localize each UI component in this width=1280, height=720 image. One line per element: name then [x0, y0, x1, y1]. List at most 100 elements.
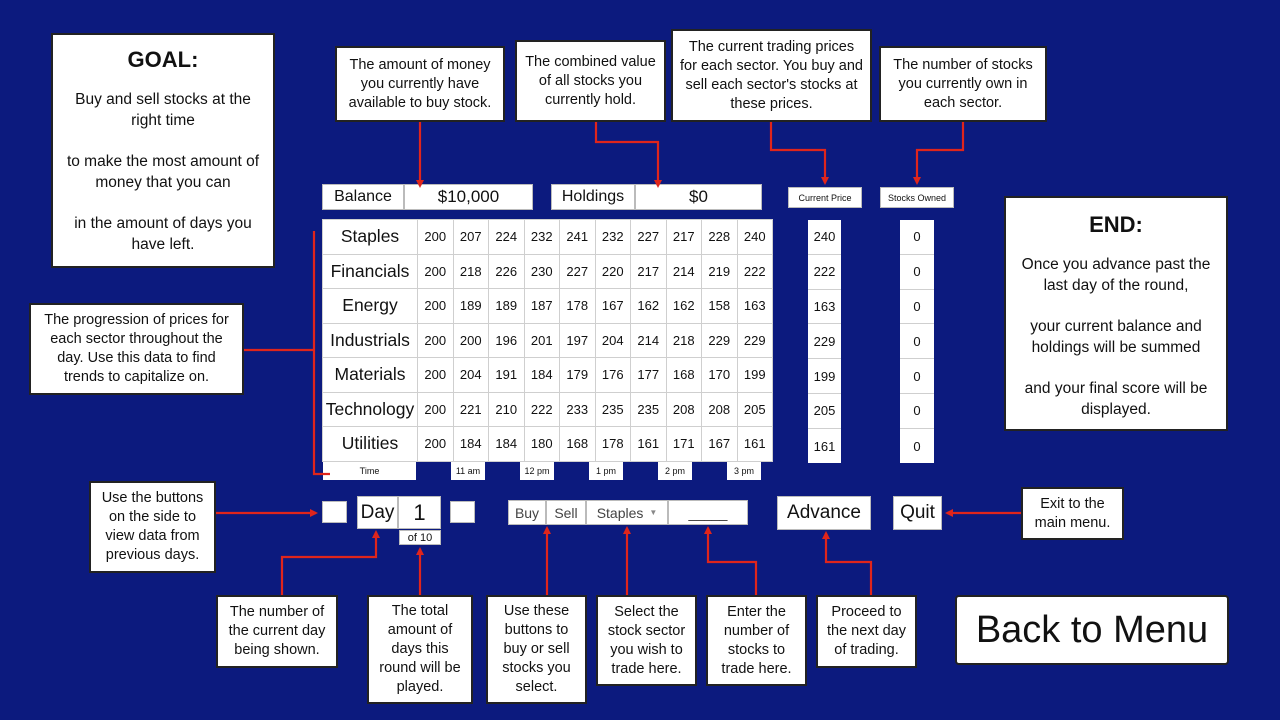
balance-callout: The amount of money you currently have a… [335, 46, 505, 122]
price-cell: 218 [665, 322, 702, 358]
buy-sell-callout: Use these buttons to buy or sell stocks … [486, 595, 587, 704]
price-cell: 191 [488, 357, 525, 393]
stocks-owned-cell: 0 [900, 324, 934, 360]
time-tick: 1 pm [589, 462, 623, 480]
price-cell: 220 [594, 253, 631, 289]
price-cell: 205 [736, 391, 773, 427]
price-cell: 158 [701, 288, 738, 324]
price-cell: 200 [417, 253, 454, 289]
arrow-current-price [769, 122, 829, 185]
time-axis-label: Time [323, 462, 416, 480]
price-cell: 178 [559, 288, 596, 324]
holdings-callout: The combined value of all stocks you cur… [515, 40, 666, 122]
previous-day-button[interactable] [322, 501, 347, 523]
price-cell: 218 [452, 253, 489, 289]
stocks-owned-callout: The number of stocks you currently own i… [879, 46, 1047, 122]
price-cell: 228 [701, 219, 738, 255]
buy-button[interactable]: Buy [508, 500, 546, 525]
price-cell: 217 [665, 219, 702, 255]
price-cell: 235 [594, 391, 631, 427]
price-cell: 170 [701, 357, 738, 393]
sector-name: Staples [322, 219, 418, 255]
end-line-1: Once you advance past the last day of th… [1021, 256, 1211, 294]
price-cell: 230 [523, 253, 560, 289]
price-cell: 196 [488, 322, 525, 358]
goal-line-3: in the amount of days you have left. [74, 215, 252, 253]
current-price-cell: 240 [808, 220, 841, 255]
day-number: 1 [398, 496, 441, 529]
advance-callout: Proceed to the next day of trading. [816, 595, 917, 668]
price-cell: 235 [630, 391, 667, 427]
price-cell: 229 [736, 322, 773, 358]
price-cell: 214 [665, 253, 702, 289]
current-price-cell: 205 [808, 394, 841, 429]
price-cell: 189 [452, 288, 489, 324]
price-cell: 204 [594, 322, 631, 358]
goal-panel: GOAL: Buy and sell stocks at the right t… [51, 33, 275, 268]
total-days: of 10 [399, 530, 441, 545]
price-cell: 163 [736, 288, 773, 324]
price-cell: 184 [452, 426, 489, 462]
time-tick: 3 pm [727, 462, 761, 480]
price-cell: 200 [417, 288, 454, 324]
end-title: END: [1089, 212, 1143, 237]
price-cell: 201 [523, 322, 560, 358]
price-cell: 200 [417, 426, 454, 462]
current-price-cell: 199 [808, 359, 841, 394]
price-cell: 161 [630, 426, 667, 462]
back-to-menu-button[interactable]: Back to Menu [955, 595, 1229, 665]
price-cell: 200 [417, 219, 454, 255]
price-cell: 222 [523, 391, 560, 427]
stocks-owned-cell: 0 [900, 290, 934, 325]
price-cell: 200 [417, 391, 454, 427]
sector-name: Materials [322, 357, 418, 393]
price-cell: 233 [559, 391, 596, 427]
advance-button[interactable]: Advance [777, 496, 871, 530]
price-cell: 210 [488, 391, 525, 427]
price-cell: 208 [701, 391, 738, 427]
progression-callout: The progression of prices for each secto… [29, 303, 244, 395]
current-price-cell: 229 [808, 324, 841, 360]
stocks-owned-cell: 0 [900, 359, 934, 394]
holdings-label: Holdings [551, 184, 635, 210]
price-cell: 208 [665, 391, 702, 427]
price-cell: 177 [630, 357, 667, 393]
time-tick: 2 pm [658, 462, 692, 480]
sector-dropdown[interactable]: Staples ▼ [586, 500, 668, 525]
price-cell: 224 [488, 219, 525, 255]
quantity-input[interactable]: _____ [668, 500, 748, 525]
end-panel: END: Once you advance past the last day … [1004, 196, 1228, 431]
stocks-owned-header: Stocks Owned [880, 187, 954, 208]
quit-button[interactable]: Quit [893, 496, 942, 530]
goal-line-2: to make the most amount of money that yo… [66, 153, 260, 191]
price-cell: 219 [701, 253, 738, 289]
price-cell: 179 [559, 357, 596, 393]
chevron-down-icon: ▼ [649, 508, 658, 517]
sector-name: Energy [322, 288, 418, 324]
price-cell: 167 [701, 426, 738, 462]
current-price-cell: 163 [808, 290, 841, 325]
current-price-header: Current Price [788, 187, 862, 208]
arrow-quantity [704, 526, 758, 595]
sell-button[interactable]: Sell [546, 500, 586, 525]
sector-name: Technology [322, 391, 418, 427]
sector-select-callout: Select the stock sector you wish to trad… [596, 595, 697, 686]
price-cell: 162 [630, 288, 667, 324]
stocks-owned-cell: 0 [900, 255, 934, 290]
arrow-day-number [280, 530, 380, 595]
next-day-button[interactable] [450, 501, 475, 523]
current-price-callout: The current trading prices for each sect… [671, 29, 872, 122]
price-cell: 222 [736, 253, 773, 289]
price-cell: 227 [559, 253, 596, 289]
price-cell: 187 [523, 288, 560, 324]
arrow-stocks-owned [913, 122, 965, 185]
price-cell: 161 [736, 426, 773, 462]
price-cell: 162 [665, 288, 702, 324]
price-cell: 184 [488, 426, 525, 462]
